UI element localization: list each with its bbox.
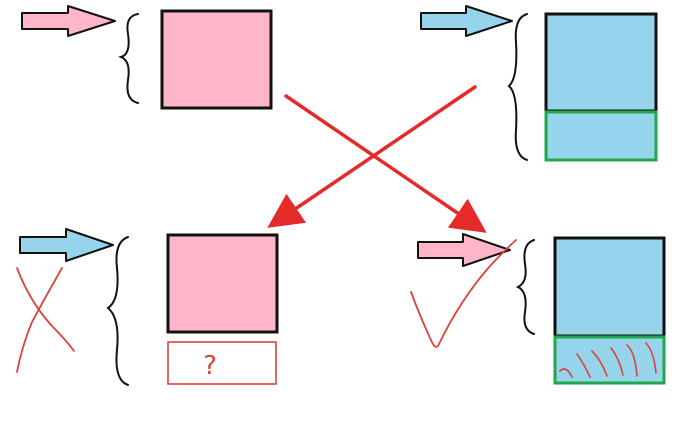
red-arrow-to-bottom-left <box>267 85 477 228</box>
panel-top-left <box>21 5 273 110</box>
crossed-arrows-icon <box>267 85 487 233</box>
pink-arrow-icon <box>417 233 511 267</box>
panel-bottom-right <box>410 233 666 385</box>
hand-drawn-checkmark-icon <box>410 239 517 348</box>
blue-arrow-icon <box>420 5 513 37</box>
left-brace-icon <box>507 13 528 161</box>
green-outlined-extra-block <box>544 110 658 162</box>
blue-arrow-icon <box>19 228 114 262</box>
blue-block <box>553 236 666 338</box>
hand-drawn-x-icon <box>16 267 75 373</box>
red-scribble-fill-icon <box>559 342 657 378</box>
blue-block <box>544 12 658 113</box>
pink-block <box>166 233 279 334</box>
left-brace-icon <box>117 13 139 104</box>
question-mark-label: ? <box>203 351 217 381</box>
pink-block <box>160 9 273 110</box>
panel-bottom-left: ? <box>16 228 279 386</box>
green-outlined-filled-block <box>553 335 666 385</box>
left-brace-icon <box>106 236 129 386</box>
left-brace-icon <box>515 239 535 335</box>
panel-top-right <box>420 5 658 162</box>
pink-arrow-icon <box>21 5 116 37</box>
red-outlined-unknown-block <box>167 341 277 385</box>
red-arrow-to-bottom-right <box>284 94 487 233</box>
